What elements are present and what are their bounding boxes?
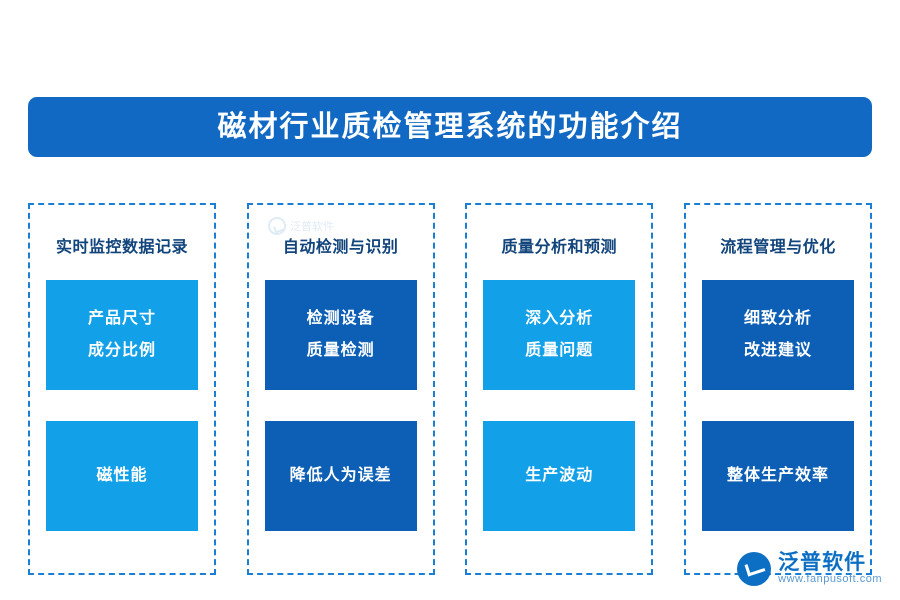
card-line: 改进建议 (743, 342, 812, 360)
card-line: 质量问题 (525, 342, 594, 360)
card-line: 生产波动 (525, 466, 594, 484)
card-line: 深入分析 (525, 309, 594, 327)
check-badge-icon (737, 552, 772, 586)
page-title: 磁材行业质检管理系统的功能介绍 (217, 110, 683, 143)
card-line: 质量检测 (306, 342, 375, 360)
feature-column-2: 自动检测与识别 检测设备 质量检测 降低人为误差 (246, 203, 435, 575)
feature-card: 细致分析 改进建议 (701, 280, 854, 391)
card-line: 检测设备 (306, 309, 375, 327)
column-header: 实时监控数据记录 (55, 239, 188, 256)
brand-url: www.fanpusoft.com (778, 573, 882, 586)
title-banner: 磁材行业质检管理系统的功能介绍 (28, 97, 872, 157)
card-line: 细致分析 (743, 309, 812, 327)
feature-card: 生产波动 (483, 421, 636, 532)
feature-column-1: 实时监控数据记录 产品尺寸 成分比例 磁性能 (28, 203, 216, 575)
feature-card: 整体生产效率 (701, 421, 854, 532)
column-header: 流程管理与优化 (720, 239, 836, 256)
feature-card: 检测设备 质量检测 (264, 280, 417, 391)
column-header: 质量分析和预测 (501, 239, 618, 256)
card-line: 整体生产效率 (726, 466, 829, 484)
feature-column-4: 流程管理与优化 细致分析 改进建议 整体生产效率 (683, 203, 872, 575)
brand-text: 泛普软件 www.fanpusoft.com (778, 552, 882, 586)
card-line: 磁性能 (96, 466, 148, 484)
feature-column-3: 质量分析和预测 深入分析 质量问题 生产波动 (465, 203, 654, 575)
card-line: 降低人为误差 (289, 466, 392, 484)
feature-columns: 实时监控数据记录 产品尺寸 成分比例 磁性能 自动检测与识别 检测设备 质量检测… (28, 203, 872, 575)
brand-name: 泛普软件 (778, 551, 867, 575)
feature-card: 深入分析 质量问题 (483, 280, 636, 391)
feature-card: 产品尺寸 成分比例 (46, 280, 198, 391)
feature-card: 降低人为误差 (264, 421, 417, 532)
column-header: 自动检测与识别 (282, 239, 399, 256)
card-line: 成分比例 (87, 342, 156, 360)
card-line: 产品尺寸 (87, 309, 156, 327)
feature-card: 磁性能 (46, 421, 198, 532)
brand-logo: 泛普软件 www.fanpusoft.com (737, 552, 882, 586)
